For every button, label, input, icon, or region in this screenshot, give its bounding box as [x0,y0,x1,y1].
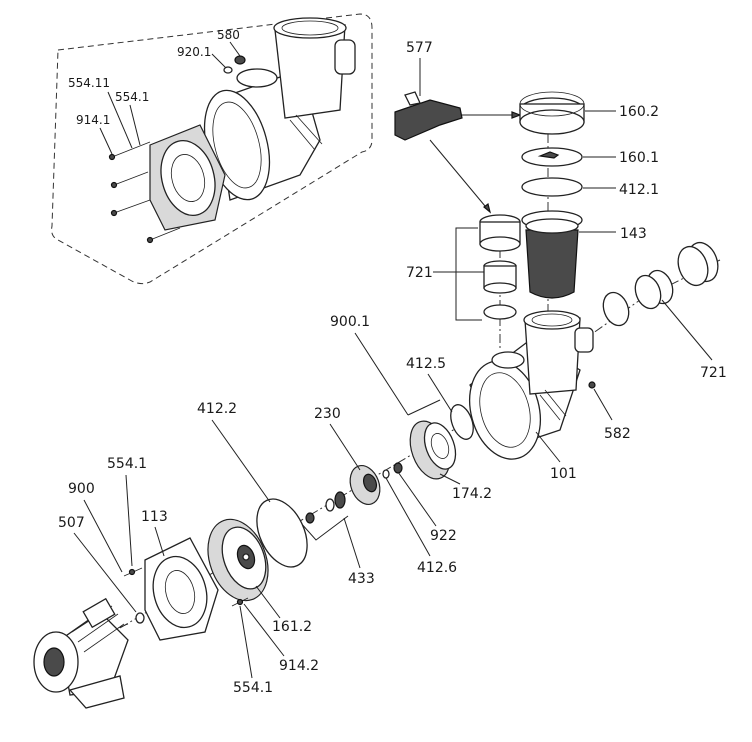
label-412-6: 412.6 [417,560,457,576]
label-554-1-bot: 554.1 [233,680,273,696]
label-554-11: 554.11 [68,76,110,90]
label-160-2: 160.2 [619,104,659,120]
label-580: 580 [217,28,240,42]
label-160-1: 160.1 [619,150,659,166]
impeller-nut-922 [393,462,403,474]
label-113: 113 [141,509,168,525]
washer-554-1-mid [128,568,136,576]
seal-plate-161-2 [207,518,269,602]
label-554-1-mid: 554.1 [107,456,147,472]
impeller-230 [349,465,381,505]
label-433: 433 [348,571,375,587]
label-143: 143 [620,226,647,242]
lid-ring-160-2 [519,91,585,135]
oring-412-6 [382,469,390,479]
label-412-2: 412.2 [197,401,237,417]
detail-inset-box [51,13,373,285]
pump-housing-101 [469,310,594,460]
washer-554-1-bottom [236,598,244,606]
diffuser-174-2 [409,420,457,480]
label-900-1: 900.1 [330,314,370,330]
union-721-right [602,241,719,327]
label-721-right: 721 [700,365,727,381]
part-577-key [394,91,522,214]
slinger-507 [135,612,145,624]
label-412-5: 412.5 [406,356,446,372]
lid-cover-160-1 [521,147,583,167]
label-174-2: 174.2 [452,486,492,502]
label-920-1: 920.1 [177,45,211,59]
drain-plug-582 [588,381,596,389]
union-721-left [479,214,521,320]
label-412-1: 412.1 [619,182,659,198]
bracket-113 [144,537,219,641]
bracket-721-left [455,227,482,321]
oring-412-5 [450,404,474,440]
label-101: 101 [550,466,577,482]
oring-412-1 [521,177,583,197]
label-721-left: 721 [406,265,433,281]
label-554-1-top: 554.1 [115,90,149,104]
label-922: 922 [430,528,457,544]
mechanical-seal-433 [305,491,346,524]
label-161-2: 161.2 [272,619,312,635]
bracket-433 [299,515,349,541]
label-914-1: 914.1 [76,113,110,127]
label-914-2: 914.2 [279,658,319,674]
label-230: 230 [314,406,341,422]
label-900: 900 [68,481,95,497]
label-507: 507 [58,515,85,531]
label-577: 577 [406,40,433,56]
oring-412-2 [256,498,308,568]
label-582: 582 [604,426,631,442]
inset-housing-assembly [108,17,356,244]
electric-motor [33,597,129,709]
strainer-basket-143 [521,210,583,299]
